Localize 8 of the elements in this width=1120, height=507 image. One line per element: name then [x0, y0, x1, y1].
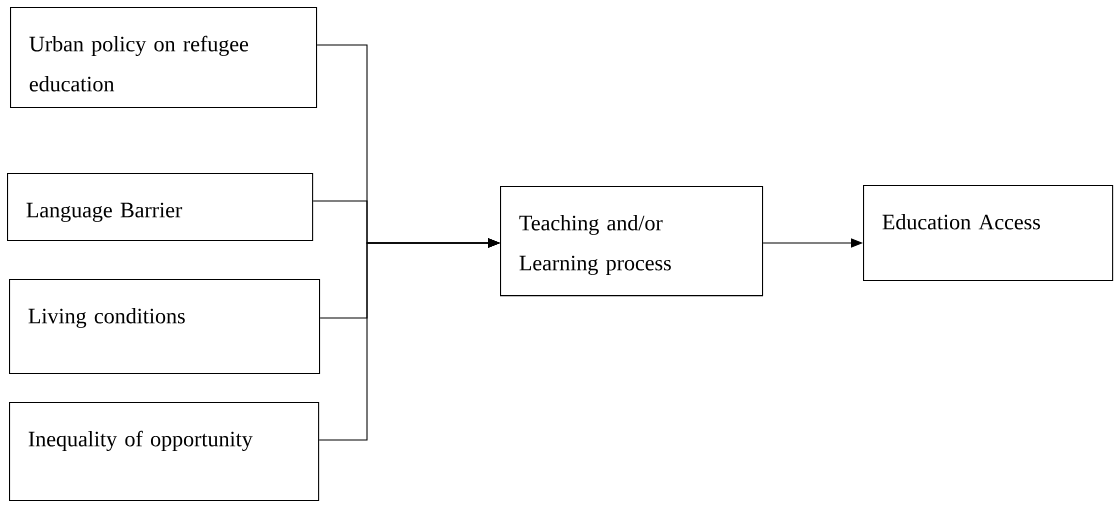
process-box: Education Access: [863, 185, 1114, 281]
arrow: [762, 238, 863, 248]
process-box: Teaching and/or Learning process: [500, 186, 764, 297]
process-box: Inequality of opportunity: [9, 402, 320, 502]
process-box: Urban policy on refugee education: [10, 7, 318, 109]
process-box: Language Barrier: [7, 173, 314, 241]
process-box: Living conditions: [9, 279, 321, 375]
arrow: [318, 238, 500, 441]
